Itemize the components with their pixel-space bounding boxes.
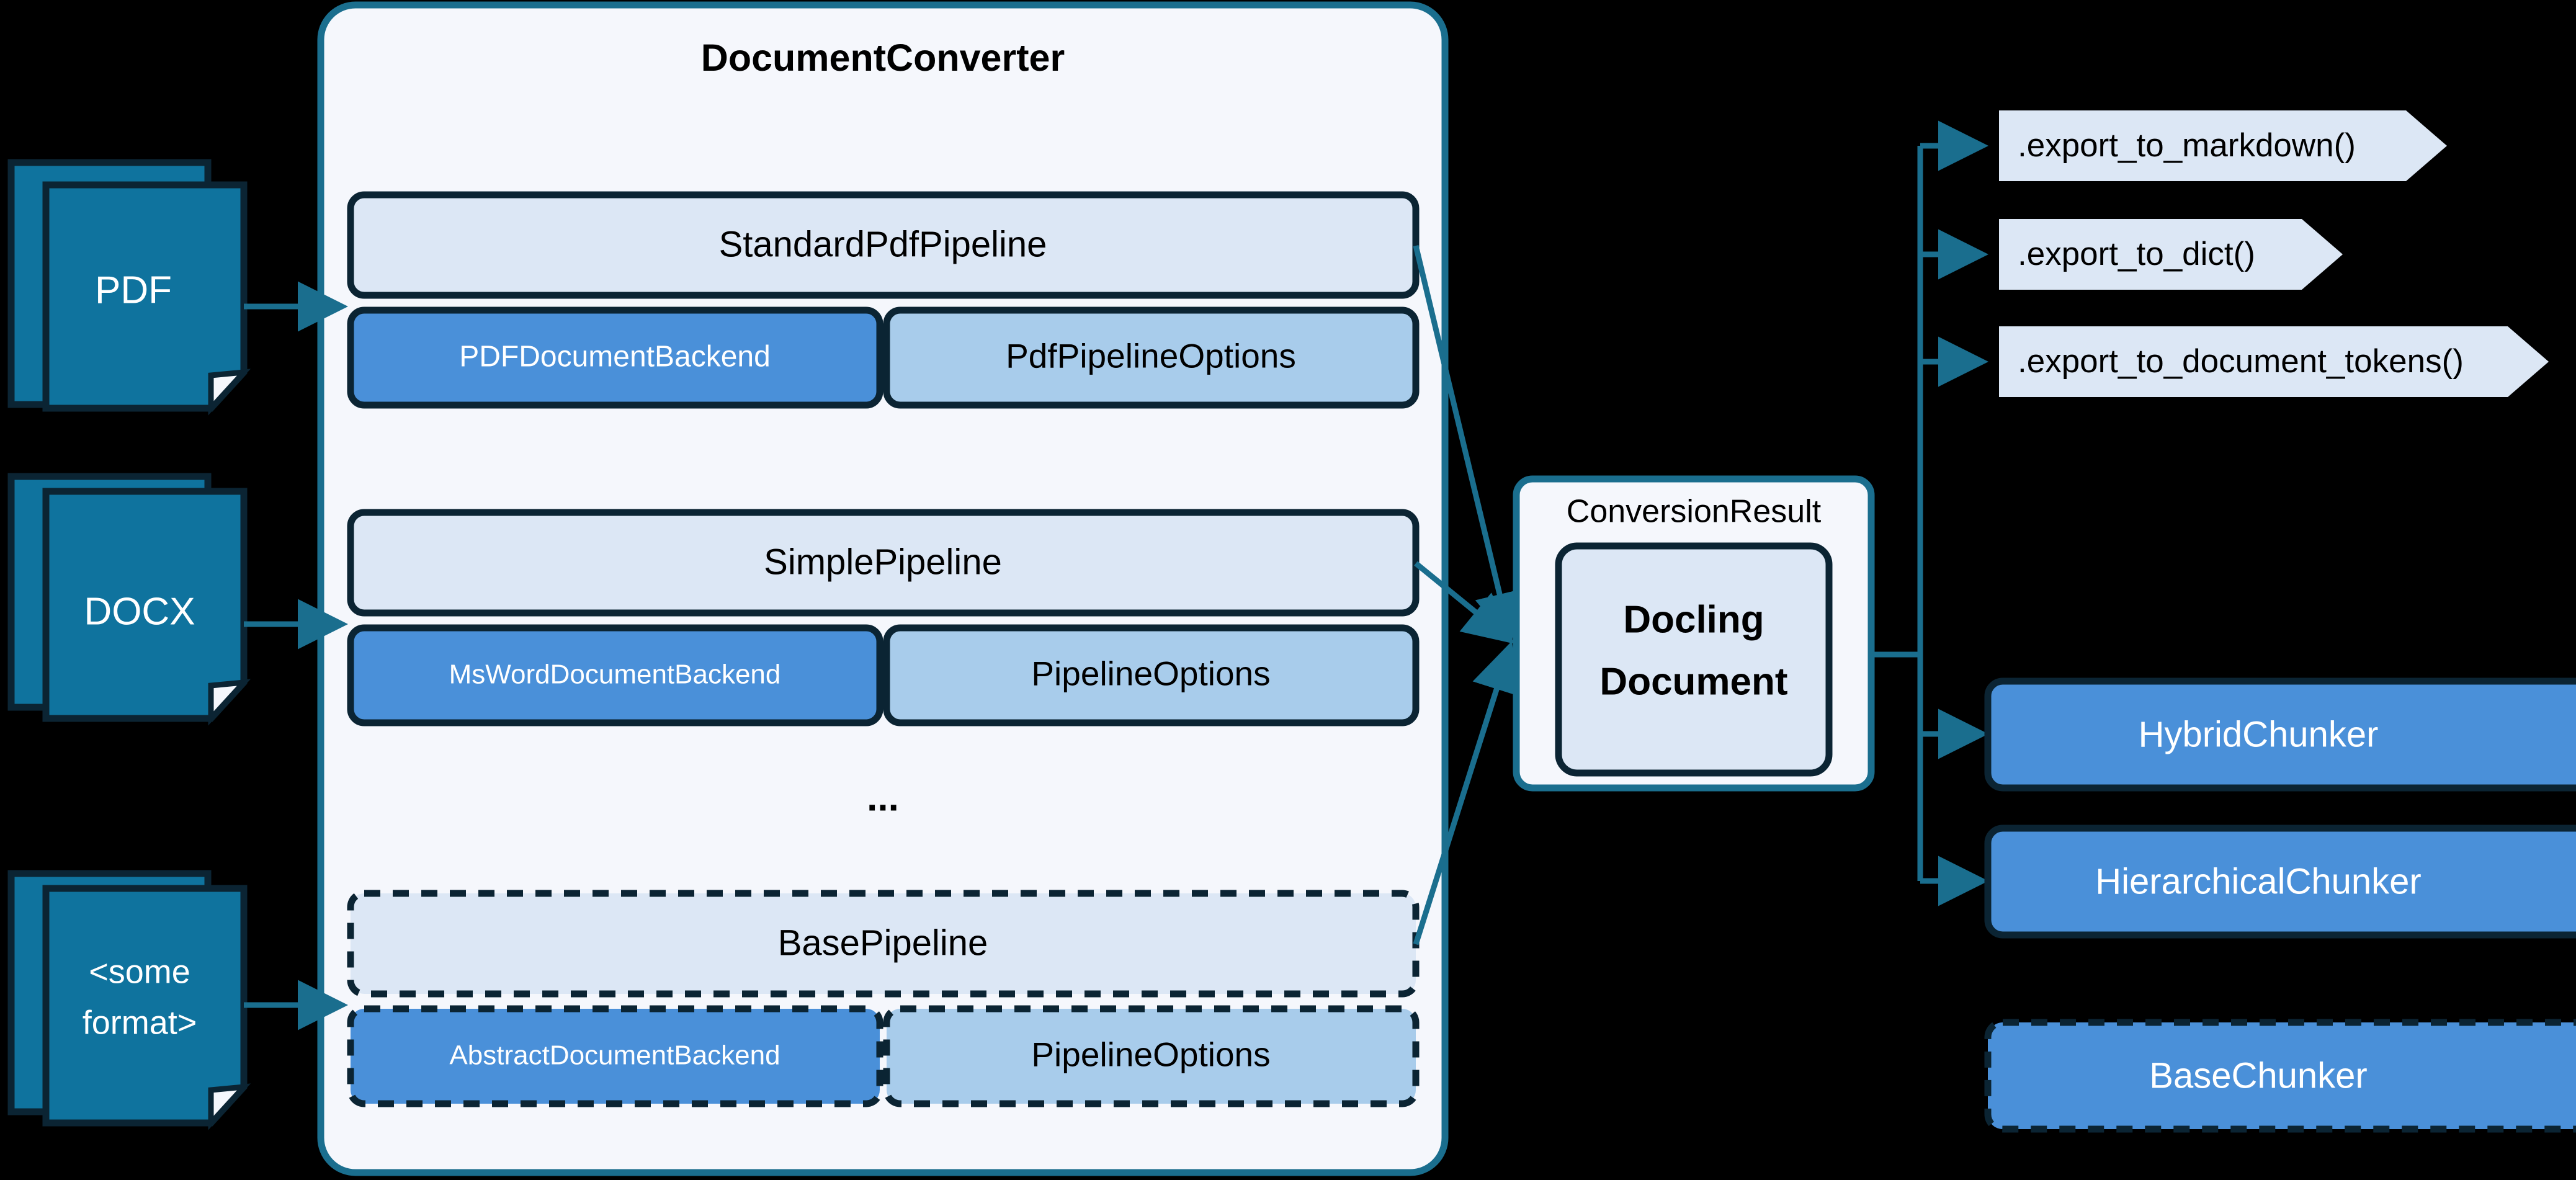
result-to-outputs-connectors bbox=[1871, 120, 1988, 906]
inputs-ellipsis: ... bbox=[115, 782, 147, 825]
page-title: DocumentConverter bbox=[701, 37, 1065, 79]
pipeline-options-box[interactable] bbox=[883, 306, 1420, 409]
export-label: .export_to_dict() bbox=[2018, 236, 2255, 272]
pipeline-backend-box[interactable] bbox=[347, 306, 883, 409]
pipeline-name-label: BasePipeline bbox=[778, 923, 988, 963]
converter-ellipsis: ... bbox=[867, 776, 899, 819]
pipeline-backend-label: PDFDocumentBackend bbox=[459, 341, 771, 373]
pipeline-backend-label: AbstractDocumentBackend bbox=[449, 1040, 780, 1071]
pipeline-base[interactable]: BasePipeline AbstractDocumentBackend Pip… bbox=[347, 890, 1420, 1107]
pipeline-options-label: PipelineOptions bbox=[1031, 1035, 1270, 1074]
pipeline-name-label: StandardPdfPipeline bbox=[719, 224, 1047, 264]
chunker-label: HierarchicalChunker bbox=[2095, 861, 2421, 901]
export-method-markdown[interactable]: .export_to_markdown() bbox=[1999, 110, 2447, 181]
conversion-result-container[interactable]: ConversionResult Docling Document bbox=[1513, 475, 1875, 792]
input-label-line1: <some bbox=[89, 953, 190, 990]
export-chevron-shape[interactable] bbox=[1999, 326, 2549, 397]
input-label: PDF bbox=[95, 269, 172, 311]
docling-document-label-line2: Document bbox=[1599, 660, 1787, 703]
chunker-hybrid[interactable]: HybridChunker bbox=[1984, 677, 2576, 792]
pipeline-simple[interactable]: SimplePipeline MsWordDocumentBackend Pip… bbox=[347, 509, 1420, 726]
input-document-pdf[interactable]: PDF bbox=[7, 159, 251, 416]
pipeline-header-box[interactable] bbox=[347, 191, 1420, 299]
chunkers-ellipsis: ... bbox=[2242, 955, 2274, 998]
pipeline-name-label: SimplePipeline bbox=[764, 542, 1002, 582]
pipeline-backend-box[interactable] bbox=[347, 1005, 883, 1107]
input-document-docx[interactable]: DOCX bbox=[7, 473, 251, 726]
export-label: .export_to_markdown() bbox=[2018, 127, 2356, 164]
pipeline-header-box[interactable] bbox=[347, 509, 1420, 617]
export-chevron-shape[interactable] bbox=[1999, 219, 2343, 290]
chunker-label: HybridChunker bbox=[2139, 714, 2379, 754]
pipeline-standard-pdf[interactable]: StandardPdfPipeline PDFDocumentBackend P… bbox=[347, 191, 1420, 409]
document-icon-fold-corner bbox=[208, 679, 251, 726]
pipeline-options-label: PipelineOptions bbox=[1031, 655, 1270, 693]
input-label: DOCX bbox=[84, 590, 195, 633]
docling-document-box[interactable] bbox=[1555, 542, 1833, 777]
chunker-hierarchical[interactable]: HierarchicalChunker bbox=[1984, 825, 2576, 939]
export-label: .export_to_document_tokens() bbox=[2018, 343, 2464, 380]
chunker-label: BaseChunker bbox=[2149, 1055, 2367, 1096]
input-document-some-format[interactable]: <some format> bbox=[7, 870, 251, 1130]
document-icon-fold-corner bbox=[208, 1083, 251, 1130]
chunker-box[interactable] bbox=[1984, 677, 2576, 792]
pipeline-backend-box[interactable] bbox=[347, 624, 883, 726]
export-method-dict[interactable]: .export_to_dict() bbox=[1999, 219, 2343, 290]
connector-base-to-result bbox=[1413, 641, 1521, 945]
chunker-box[interactable] bbox=[1984, 1019, 2576, 1133]
export-chevron-shape[interactable] bbox=[1999, 110, 2447, 181]
pipeline-backend-label: MsWordDocumentBackend bbox=[449, 659, 781, 690]
export-method-document-tokens[interactable]: .export_to_document_tokens() bbox=[1999, 326, 2549, 397]
connector-standard-to-result bbox=[1413, 244, 1524, 643]
chunker-base[interactable]: BaseChunker bbox=[1984, 1019, 2576, 1133]
pipeline-options-box[interactable] bbox=[883, 1005, 1420, 1107]
input-to-pipeline-connectors bbox=[244, 281, 348, 1030]
pipeline-to-result-connectors bbox=[1413, 244, 1524, 945]
input-label-line2: format> bbox=[83, 1004, 197, 1041]
pipeline-options-box[interactable] bbox=[883, 624, 1420, 726]
chunker-box[interactable] bbox=[1984, 825, 2576, 939]
connector-simple-to-result bbox=[1414, 561, 1514, 644]
docling-document-label-line1: Docling bbox=[1623, 598, 1764, 641]
exports-ellipsis: ... bbox=[2008, 421, 2040, 464]
conversion-result-label: ConversionResult bbox=[1567, 494, 1822, 530]
pipeline-options-label: PdfPipelineOptions bbox=[1006, 337, 1296, 375]
document-icon-fold-corner bbox=[208, 369, 251, 416]
